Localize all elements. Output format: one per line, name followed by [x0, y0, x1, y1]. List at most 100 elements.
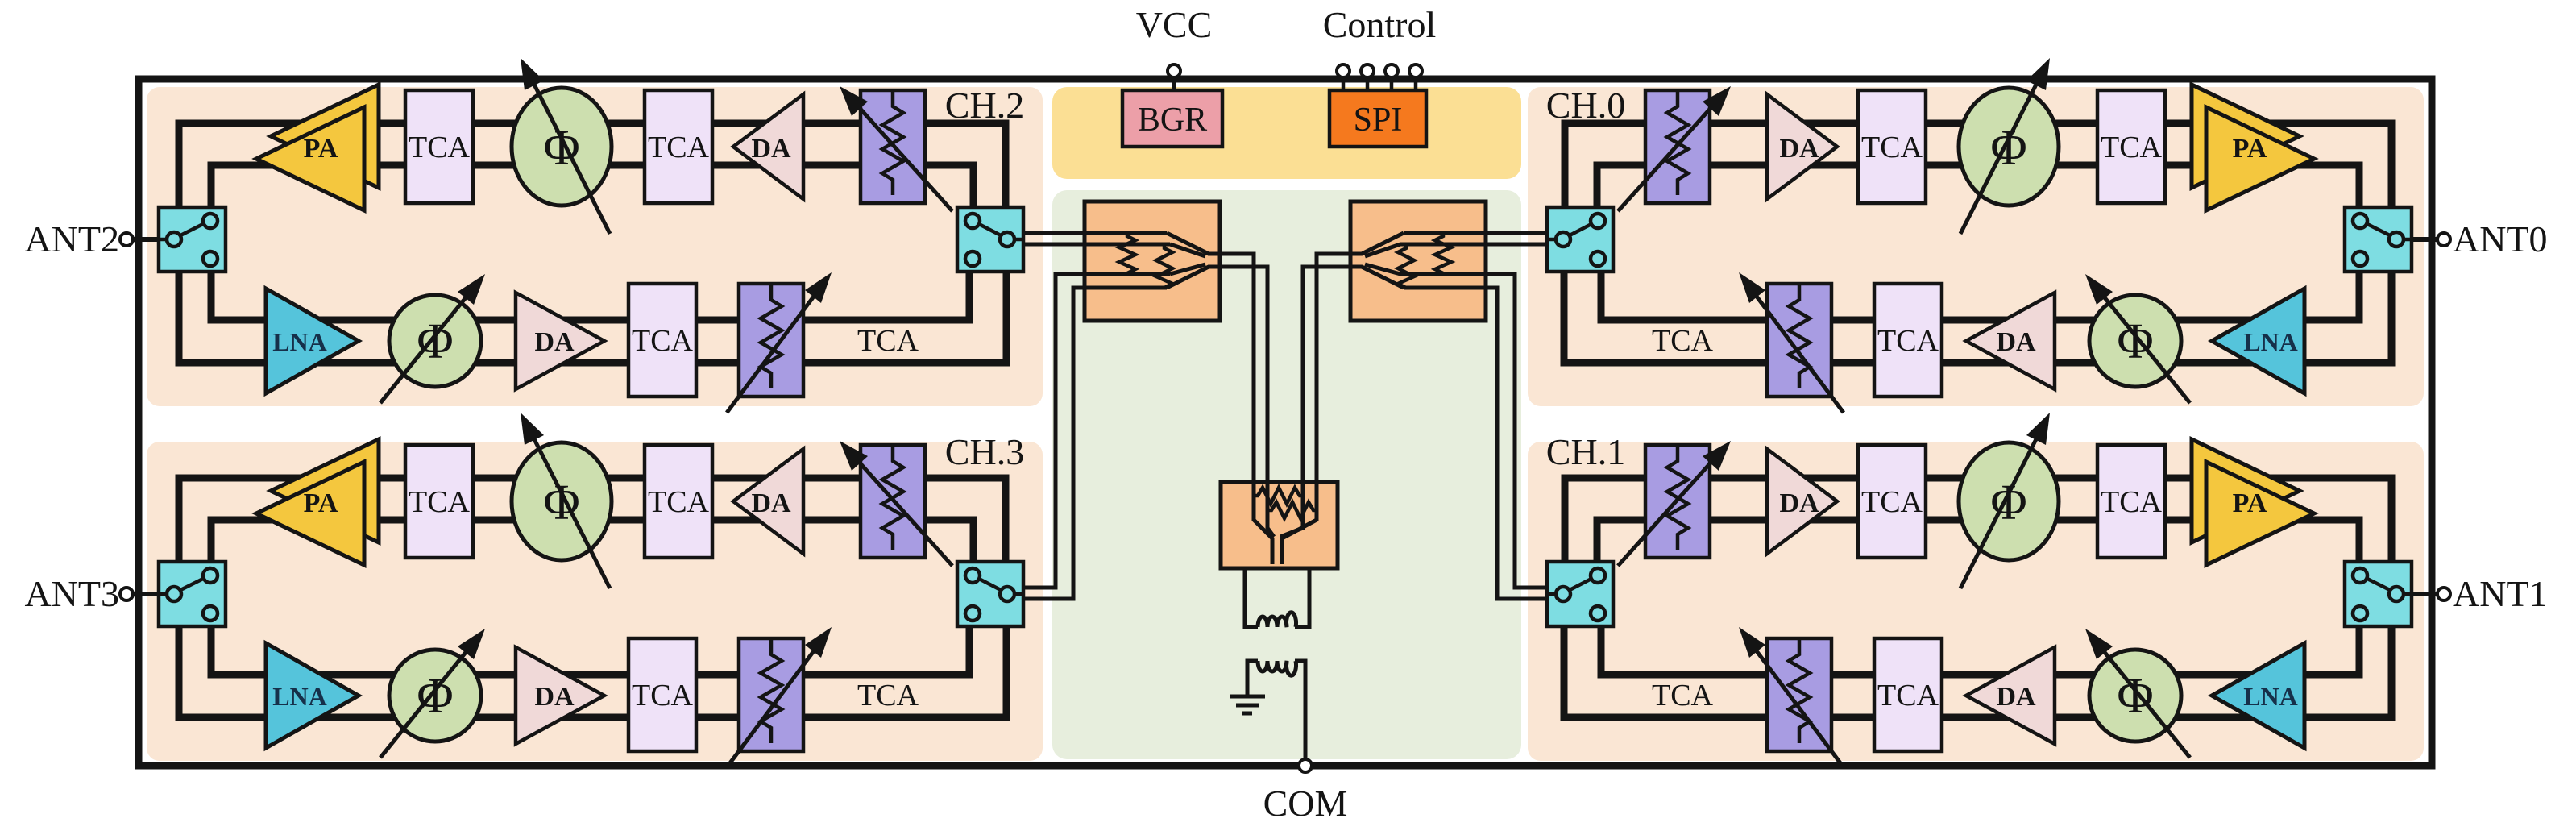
ch1-component-labels: PA TCA Φ TCA DA LNA Φ DA TCA TCA	[1652, 476, 2298, 724]
attenuator-rx-arrow-icon	[724, 272, 832, 414]
ch2-combiner-wires	[1022, 231, 1085, 247]
channel-graphics-left	[118, 58, 1043, 414]
da-label: DA	[751, 488, 791, 518]
trx-switch-common-icon	[955, 205, 1026, 274]
com-label: COM	[1263, 783, 1348, 824]
control-label: Control	[1323, 4, 1437, 45]
isolation-resistor-icon	[1114, 233, 1140, 276]
phase-label: Φ	[1990, 476, 2026, 530]
phase-shifter-tx-icon	[509, 85, 614, 208]
isolation-resistor-icon	[1254, 483, 1303, 509]
spi-block	[1327, 88, 1429, 149]
lna-label: LNA	[2243, 327, 2298, 356]
tca-label: TCA	[857, 324, 919, 358]
da-label: DA	[1779, 134, 1819, 164]
ant-pin	[118, 231, 135, 247]
primary-coil-icon	[1255, 610, 1298, 628]
ch1-combiner-wires	[1486, 272, 1549, 601]
tca-label: TCA	[1861, 131, 1923, 164]
wilkinson-combiner-left-icon	[1082, 199, 1222, 323]
channel-ch3-graphics	[120, 413, 1043, 767]
da-label: DA	[751, 134, 791, 164]
lna-label: LNA	[272, 327, 327, 356]
lna-label: LNA	[2243, 682, 2298, 711]
trx-switch-antenna-icon	[156, 205, 228, 274]
da-tx-icon	[730, 90, 806, 203]
tca-tx1-icon	[403, 88, 475, 206]
ground-icon	[1230, 694, 1265, 716]
ch0-label: CH.0	[1546, 85, 1625, 126]
ant0-label: ANT0	[2453, 218, 2548, 260]
phase-label: Φ	[2117, 314, 2153, 369]
tca-label: TCA	[648, 485, 710, 519]
combine-region	[1052, 190, 1521, 759]
ant2-label: ANT2	[24, 218, 119, 260]
ch1-label: CH.1	[1546, 431, 1625, 472]
da-label: DA	[1996, 327, 2036, 357]
bgr-label: BGR	[1138, 102, 1207, 139]
phase-label: Φ	[417, 669, 453, 724]
ch3-label: CH.3	[945, 431, 1024, 472]
ant3-label: ANT3	[24, 573, 119, 614]
ant1-label: ANT1	[2453, 573, 2548, 614]
da-label: DA	[534, 682, 575, 712]
right-combiner-output-wires	[1300, 251, 1350, 487]
tca-rx1-icon	[626, 281, 699, 399]
phase-label: Φ	[417, 314, 453, 369]
channel-ch1-graphics	[1528, 413, 2450, 767]
da-label: DA	[1996, 682, 2036, 712]
lna-label: LNA	[272, 682, 327, 711]
ch0-component-labels: PA TCA Φ TCA DA LNA Φ DA TCA TCA	[1652, 121, 2298, 369]
phase-label: Φ	[543, 476, 579, 530]
vcc-label: VCC	[1136, 4, 1213, 45]
attenuator-tx-arrow-icon	[840, 86, 954, 213]
tca-label: TCA	[1877, 324, 1939, 358]
secondary-coil-icon	[1255, 660, 1298, 678]
phase-label: Φ	[2117, 669, 2153, 724]
ch3-combiner-wires	[1022, 272, 1085, 601]
isolation-resistor-icon	[1151, 244, 1177, 290]
tca-label: TCA	[1652, 324, 1714, 358]
ch2-label: CH.2	[945, 85, 1024, 126]
bgr-block	[1120, 88, 1225, 149]
channel-ch0-graphics	[1528, 58, 2450, 413]
tca-label: TCA	[1877, 679, 1939, 712]
tca-label: TCA	[409, 485, 471, 519]
phase-label: Φ	[1990, 121, 2026, 176]
phase-rx-arrow-icon	[379, 274, 485, 405]
da-rx-icon	[513, 289, 608, 393]
tca-label: TCA	[1652, 679, 1714, 712]
wilkinson-combiner-right-icon	[1350, 201, 1486, 321]
tca-tx2-icon	[642, 88, 715, 206]
pa-label: PA	[304, 488, 338, 518]
pa-label: PA	[304, 134, 338, 164]
tca-label: TCA	[632, 324, 694, 358]
tca-label: TCA	[1861, 485, 1923, 519]
left-combiner-output-wires	[1220, 251, 1270, 487]
ch3-component-labels: PA TCA Φ TCA DA LNA Φ DA TCA TCA	[272, 476, 919, 724]
ch0-combiner-wires	[1486, 231, 1549, 247]
phase-label: Φ	[543, 121, 579, 176]
tca-label: TCA	[2101, 485, 2163, 519]
tca-label: TCA	[857, 679, 919, 712]
pa-label: PA	[2233, 488, 2267, 518]
tca-label: TCA	[2101, 131, 2163, 164]
ch2-component-labels: PA TCA Φ TCA DA LNA Φ DA TCA TCA	[272, 121, 919, 369]
tca-label: TCA	[648, 131, 710, 164]
pa-label: PA	[2233, 134, 2267, 164]
spi-label: SPI	[1354, 102, 1403, 139]
lna-icon	[263, 285, 363, 397]
tca-label: TCA	[632, 679, 694, 712]
tca-label: TCA	[409, 131, 471, 164]
output-balun-icon	[1230, 568, 1312, 762]
rx-rail-upper	[207, 270, 973, 324]
rx-rail-lower	[175, 270, 1010, 367]
da-label: DA	[1779, 488, 1819, 518]
isolation-resistor-icon	[1267, 497, 1317, 523]
center-combiner-icon	[1218, 480, 1340, 571]
com-pin-icon	[1297, 758, 1313, 774]
chip-outline	[135, 75, 2436, 770]
pa-icon	[251, 81, 381, 214]
